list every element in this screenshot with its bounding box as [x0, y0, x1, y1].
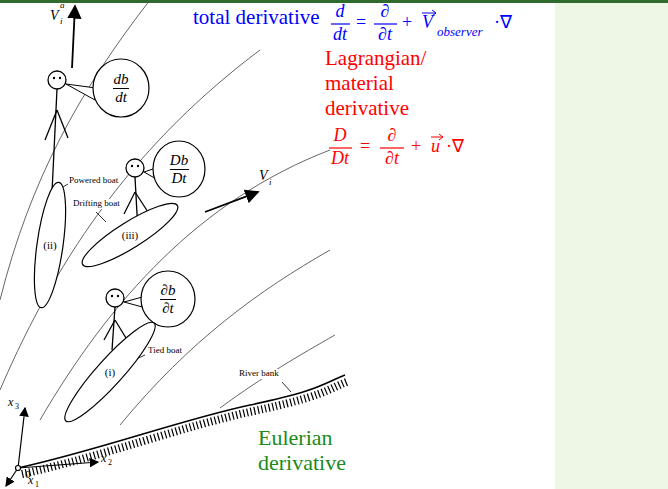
- part-label: Drifting boat: [72, 199, 121, 209]
- bubble-outline: [141, 271, 195, 327]
- streamlines: [0, 0, 335, 425]
- thought-bubble: DbDt: [152, 140, 206, 198]
- top-strip: [0, 0, 668, 3]
- subscript: 3: [15, 403, 19, 412]
- fraction-part: ∂t: [160, 299, 176, 317]
- math-symbol: =: [356, 13, 366, 33]
- part-label: Tied boat: [147, 346, 183, 356]
- boat-shape: (i): [62, 324, 158, 420]
- math-symbol: ·∇: [494, 13, 512, 33]
- callout-number: (ii): [43, 239, 56, 251]
- fraction-part: dt: [113, 88, 129, 106]
- fraction-part: Dt: [170, 169, 189, 187]
- axis-label: x: [8, 396, 13, 409]
- fraction-part: D: [334, 126, 347, 146]
- math-symbol: =: [360, 137, 370, 157]
- fraction-part: ∂t: [378, 25, 392, 45]
- fraction-part: dt: [333, 25, 347, 45]
- heading-text: Lagrangian/: [325, 47, 426, 70]
- subscript: i: [60, 17, 63, 27]
- thought-bubble: dbdt: [92, 58, 150, 118]
- boat-outline: [56, 314, 163, 429]
- heading-text: derivative: [258, 451, 346, 475]
- math-symbol: V: [422, 13, 433, 33]
- thought-bubble: ∂b∂t: [140, 270, 196, 328]
- axes: [6, 408, 98, 486]
- fraction-part: ∂: [381, 2, 390, 22]
- part-label: Powered boat: [68, 176, 119, 186]
- math-symbol: ·∇: [446, 137, 464, 157]
- fraction-part: d: [336, 2, 345, 22]
- fraction-part: ∂: [388, 126, 397, 146]
- velocity-label: V: [259, 168, 268, 183]
- axis-label: x: [101, 452, 106, 465]
- math-symbol: u: [431, 137, 440, 157]
- callout-number: (iii): [122, 229, 139, 241]
- fraction-part: db: [112, 71, 131, 88]
- heading-text: derivative: [325, 97, 409, 120]
- fraction-part: Db: [168, 152, 190, 169]
- heading-text: Eulerian: [258, 426, 333, 450]
- boat-shape: (iii): [80, 206, 180, 264]
- part-label: River bank: [238, 369, 280, 379]
- boat-outline: [28, 180, 71, 309]
- subscript: 2: [108, 459, 112, 468]
- slide-panel: [555, 0, 668, 489]
- boat-shape: (ii): [22, 186, 78, 304]
- subscript: observer: [437, 25, 483, 39]
- bubble-outline: [93, 59, 149, 117]
- callout-number: (i): [105, 366, 115, 378]
- heading-text: total derivative: [193, 6, 320, 29]
- leader-lines: [58, 184, 291, 392]
- bubble-outline: [153, 141, 205, 197]
- heading-text: material: [325, 72, 394, 95]
- fraction-part: ∂b: [159, 282, 178, 299]
- subscript: i: [269, 178, 272, 188]
- bubble-tails: [66, 84, 158, 308]
- velocity-label: V: [50, 8, 59, 23]
- fraction-part: ∂t: [385, 149, 399, 169]
- subscript: 1: [35, 481, 39, 489]
- origin-label: 0: [25, 468, 31, 480]
- superscript: a: [60, 1, 65, 11]
- math-symbol: +: [411, 137, 421, 157]
- boat-outline: [76, 194, 184, 275]
- math-symbol: +: [402, 13, 412, 33]
- fraction-part: Dt: [331, 149, 349, 169]
